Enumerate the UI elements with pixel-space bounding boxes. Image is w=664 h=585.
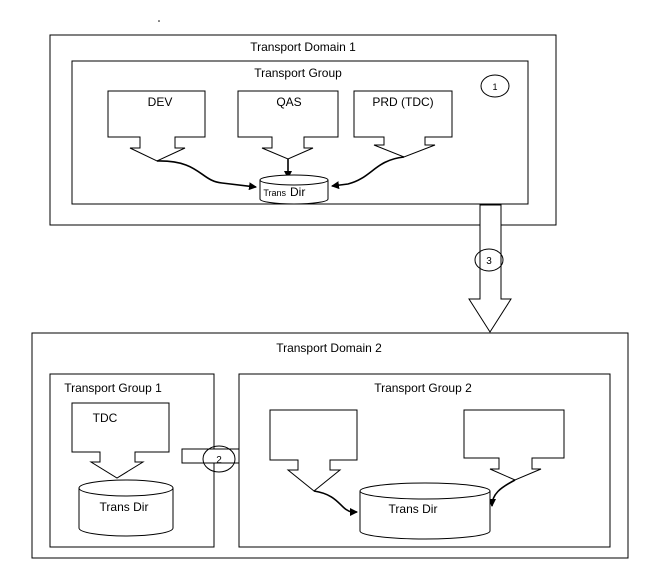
step-badge-3: 3 [474, 248, 504, 272]
transport-group-1-title: Transport Group 1 [64, 381, 162, 395]
trans-dir-cylinder-3: Trans Dir [359, 482, 491, 540]
transport-group-1: Transport Group 1 TDC Trans Dir [49, 373, 215, 548]
domain-link-arrow: 3 [468, 204, 512, 333]
transport-group-title: Transport Group [254, 66, 342, 80]
trans-dir-1-prefix: Trans [263, 188, 286, 198]
stray-dot [158, 20, 160, 22]
system-dev: DEV [107, 90, 206, 162]
system-tdc-label: TDC [93, 411, 118, 425]
trans-dir-1-suffix: Dir [290, 185, 305, 199]
left-to-transdir-connector [313, 490, 358, 516]
step-badge-2: 2 [202, 445, 236, 473]
trans-dir-2-label: Trans Dir [100, 500, 149, 514]
trans-dir-cylinder-2: Trans Dir [78, 479, 174, 537]
domain-2-title: Transport Domain 2 [276, 341, 382, 355]
domain-1-title: Transport Domain 1 [250, 40, 356, 54]
prd-to-transdir-connector [331, 156, 405, 190]
right-to-transdir-connector [488, 479, 516, 507]
transport-domain-2: Transport Domain 2 Transport Group 1 TDC… [31, 332, 629, 559]
trans-dir-3-label: Trans Dir [389, 502, 438, 516]
system-dev-label: DEV [148, 95, 173, 109]
step-badge-2-label: 2 [216, 455, 222, 466]
system-qas: QAS [237, 90, 339, 160]
system-unlabeled-left [269, 409, 358, 492]
transport-group-2-title: Transport Group 2 [374, 381, 472, 395]
trans-dir-cylinder-1: Trans Dir [259, 174, 329, 205]
transport-group-2: Transport Group 2 Trans Dir [238, 373, 611, 548]
system-tdc: TDC [71, 402, 170, 479]
dev-to-transdir-connector [156, 160, 257, 191]
system-unlabeled-right [463, 409, 565, 481]
step-badge-1: 1 [480, 74, 510, 98]
transport-domain-1: Transport Domain 1 Transport Group 1 DEV… [49, 34, 557, 226]
step-badge-1-label: 1 [492, 82, 497, 92]
system-prd-tdc-label: PRD (TDC) [372, 95, 433, 109]
system-qas-label: QAS [276, 95, 301, 109]
system-prd-tdc: PRD (TDC) [353, 90, 453, 158]
step-badge-3-label: 3 [486, 256, 492, 267]
transport-group: Transport Group 1 DEV QAS PRD (TDC) [71, 60, 529, 205]
